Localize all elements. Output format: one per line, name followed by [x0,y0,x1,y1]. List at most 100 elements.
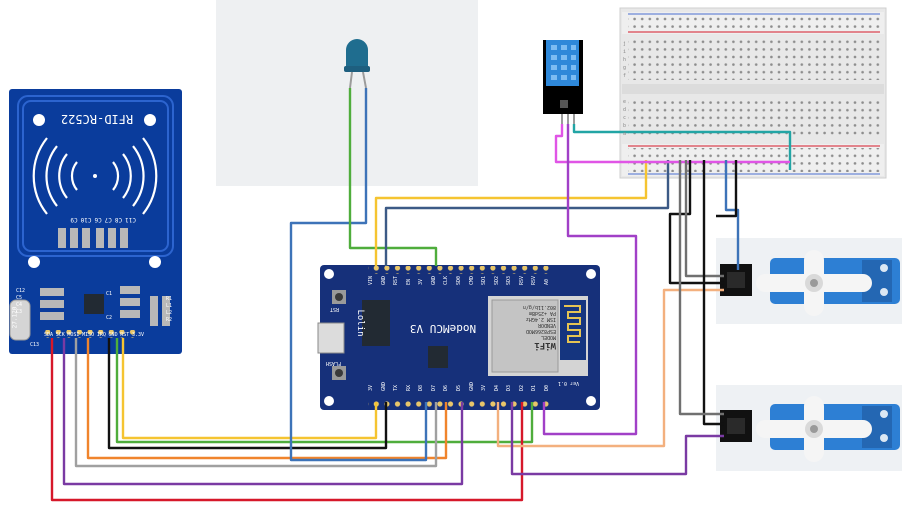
rfid-side-label: C4 [16,302,23,308]
nodemcu-pin-label: GND [380,276,387,286]
nodemcu-pin-label: D2 [518,385,525,392]
rfid-cap-label: C6 [94,216,102,223]
rfid-side-label: L1 [166,303,173,309]
nodemcu-bottom-pin-labels: 3V GND TX RX D8 D7 D6 D5 GND 3V D4 D3 D2… [368,382,550,391]
esp-std-label: 802.11b/g/n [522,304,556,310]
wire-servo1-black [668,160,724,285]
nodemcu-pin-label: D3 [506,385,513,392]
wire-gnd-blue [384,160,670,266]
nodemcu-pin-label: SD3 [506,276,513,286]
esp-model-label: MODEL [540,334,556,340]
nodemcu-brand: Lolin [355,309,365,337]
rfid-side-labels-right: R1 L1 L2 R2 [166,296,182,324]
nodemcu-pin-label: D0 [543,385,550,392]
breadboard-row-letter: g [623,65,627,71]
nodemcu-pin-label: EN [405,279,412,286]
rfid-c13-label: C13 [30,342,40,348]
rfid-cap-label: C11 [125,216,136,223]
nodemcu-pin-label: RSV [531,276,538,286]
nodemcu-pin-label: RST [393,276,400,286]
rfid-cap-label: C7 [104,216,112,223]
nodemcu-pin-label: CMD [468,276,475,286]
nodemcu-pin-label: CLK [443,276,450,286]
nodemcu-pin-label: TX [393,385,400,392]
breadboard-row-letter: a [623,131,627,137]
rfid-pin-label: IRQ [96,332,106,338]
nodemcu-pin-label: D5 [455,385,462,392]
rfid-pin-label: SDA [44,332,54,338]
nodemcu-pin-label: SD2 [493,276,500,286]
nodemcu-top-pin-labels: VIN GND RST EN 3V GND CLK SD0 CMD SD1 SD… [368,276,550,285]
esp-wifi-label: WiFi [534,340,556,350]
nodemcu-pin-label: 3V [368,385,374,392]
dht-sensor [543,40,583,124]
rfid-pin-label: MOSI [67,332,80,338]
servo-1 [720,250,900,316]
rfid-caps: C11 C8 C7 C6 C10 C9 [56,216,136,223]
nodemcu-board [317,265,600,410]
wire-sck [62,338,464,486]
rfid-cap-label: C9 [70,216,78,223]
wire-led-green [348,88,438,266]
rfid-pin-label: GND [108,332,118,338]
nodemcu-pin-label: RSV [518,276,525,286]
nodemcu-pin-label: GND [430,276,437,286]
wires [50,88,792,502]
breadboard-row-letter: b [623,123,627,129]
nodemcu-pin-label: 3V [418,279,425,286]
rfid-side-labels-mid: C1 C2 [106,282,120,330]
nodemcu-pin-label: D8 [418,385,425,392]
wire-irq [115,338,534,444]
wire-servo1-gray [684,160,724,278]
wire-rst [121,338,378,440]
wire-dht-teal [572,124,792,170]
rfid-side-label: C1 [106,291,113,297]
rfid-side-label: C12 [16,288,26,294]
rfid-side-label: C5 [16,295,23,301]
nodemcu-pin-label: D6 [443,385,450,392]
rfid-pin-labels: SDA SCK MOSI MISO IRQ GND RST 3.3V [44,332,144,338]
breadboard-row-letter: e [623,99,627,105]
rfid-pin-label: SCK [55,332,65,338]
nodemcu-rst-label: RST [330,306,340,312]
nodemcu-version: Ver 0.1 [558,380,580,386]
rfid-cap-label: C10 [80,216,92,223]
nodemcu-pin-label: VIN [368,276,374,286]
esp-model-value: ESP8266MOD [525,328,556,334]
rfid-module [9,89,182,354]
rfid-pin-label: 3.3V [131,332,144,338]
rfid-side-labels: C12 C5 C4 C3 [16,288,36,316]
wire-servo2-gray [678,160,724,416]
rfid-title: RFID-RC522 [60,112,134,126]
nodemcu-pin-label: A0 [543,279,550,286]
nodemcu-pin-label: SD1 [481,276,488,286]
esp-ism-label: ISM 2.4GHz [525,316,556,322]
breadboard-row-letter: f [623,73,627,79]
wire-miso [86,338,448,460]
nodemcu-pin-label: RX [405,385,412,392]
servo-2 [720,396,900,462]
rfid-side-label: C2 [106,315,113,321]
wire-servo1-peach [496,288,724,448]
wire-gnd [107,338,388,450]
wire-servo2-black [702,160,724,426]
rfid-side-label: R2 [166,317,173,323]
breadboard-row-letter: d [623,107,627,113]
breadboard-row-letters: j i h g f e d c b a [623,40,629,138]
nodemcu-model: NodeMCU V3 [409,322,477,335]
rfid-pin-label: RST [120,332,130,338]
nodemcu-pin-label: D4 [493,385,500,392]
nodemcu-pin-label: D1 [531,385,538,392]
wire-servo2-purple [510,402,724,476]
led-panel [216,0,478,186]
nodemcu-pin-label: GND [380,382,387,392]
breadboard-row-letter: i [623,49,627,55]
wire-mosi [74,338,438,468]
nodemcu-pin-label: SD0 [455,276,462,286]
breadboard [619,7,887,179]
wire-sda [50,338,524,502]
rfid-side-label: L2 [166,310,173,316]
rfid-side-label: R1 [166,296,173,302]
wire-dht-magenta [554,124,790,164]
